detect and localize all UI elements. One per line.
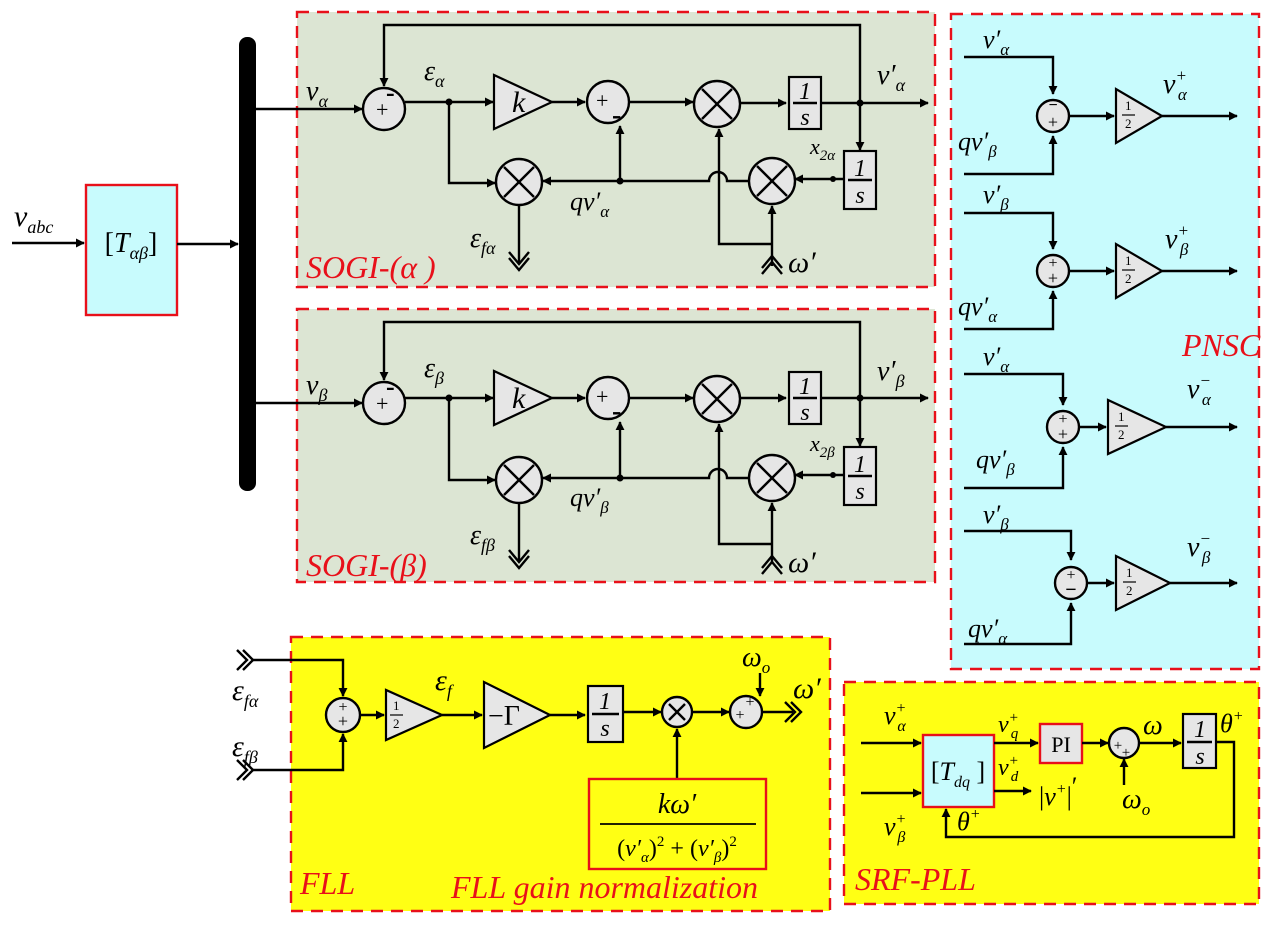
svg-text:v+β: v+β [884,811,906,846]
svg-text:+: + [338,699,347,716]
svg-text:s: s [800,105,809,131]
v-beta-pos-label: v+β [1165,221,1189,259]
pi-label: PI [1051,732,1071,757]
svg-text:+: + [1058,411,1067,428]
svg-text:-: - [386,78,395,107]
svg-text:+: + [1066,567,1075,584]
gain-k-beta [492,369,555,427]
svg-text:+: + [735,707,744,724]
svg-text:1: 1 [1125,98,1132,113]
pnsc-half-gain-4 [1114,554,1173,612]
svg-text:+: + [596,384,608,409]
sogi-beta-title: SOGI-(β) [306,547,427,583]
omega-p-label-b: ω′ [788,546,816,579]
svg-text:1: 1 [599,689,611,715]
svg-text:2: 2 [1126,583,1133,598]
svg-text:s: s [855,479,864,505]
omega-label: ω [1143,710,1163,741]
sogi-alpha-panel [295,10,937,289]
svg-text:-: - [612,396,621,427]
t-alpha-beta-block [84,183,179,317]
svg-text:k: k [512,382,526,415]
svg-text:+: + [338,711,348,731]
omega-p-fll-label: ω′ [793,672,821,705]
svg-text:2: 2 [1118,427,1125,442]
svg-text:2: 2 [1125,271,1132,286]
sogi-alpha-title: SOGI-(α ) [306,249,436,285]
fll-block: εfα εfβ + + 1 2 εf −Γ 1 s + + ωo ω′ [232,642,821,905]
pnsc-half-gain-1 [1114,87,1165,145]
pnsc-panel [949,12,1261,671]
svg-text:+: + [745,694,754,711]
svg-text:v+α: v+α [884,700,906,735]
pnsc-half-gain-2 [1114,242,1165,300]
t-alpha-beta-label: [Tαβ] [105,228,158,263]
svg-text:1: 1 [799,79,811,105]
fll-half-gain [384,688,445,742]
v-q-pos-label: v+q [998,710,1019,742]
svg-text:s: s [600,716,609,742]
gain-gamma [482,680,553,750]
svg-text:−Γ: −Γ [488,701,520,732]
svg-text:-: - [612,100,621,131]
svg-text:1: 1 [1118,409,1125,424]
srf-pll-block: v+α v+β [Tdq ] v+q v+d |v+|′ PI + + ωo ω… [855,700,1244,897]
fll-title: FLL [299,865,355,901]
qvp-alpha-label: qv′α [570,187,610,221]
svg-text:+: + [376,391,388,416]
srf-pll-title: SRF-PLL [855,861,976,897]
svg-text:+: + [1048,112,1058,132]
sum-junction-1a [361,86,407,132]
svg-text:1: 1 [1125,253,1132,268]
svg-text:+: + [376,97,388,122]
svg-text:−: − [1048,97,1057,114]
v-beta-neg-label: v−β [1187,529,1211,567]
svg-text:s: s [800,400,809,426]
v-abc-label: vabc [14,200,53,237]
svg-text:+: + [1122,745,1130,761]
gain-k-label: k [512,86,526,119]
svg-text:+: + [1048,255,1057,272]
pnsc-half-gain-3 [1106,398,1169,456]
t-dq-label: [Tdq ] [931,757,985,791]
pnsc-block: v′α − + qv′β 1 2 v+α v′β + + qv′α 1 2 v+… [958,25,1261,648]
t-dq-block [921,733,996,809]
svg-text:1: 1 [854,452,866,478]
svg-text:2: 2 [393,716,400,731]
svg-text:s: s [855,183,864,209]
omega-p-label-a: ω′ [788,246,816,279]
svg-text:1: 1 [1194,717,1206,743]
svg-text:+: + [1114,738,1122,754]
gain-k-alpha [492,73,555,131]
svg-text:−: − [1065,579,1076,601]
sogi-beta-block: vβ + - εβ k + - 1 s v′β 1 s x2β [306,320,929,583]
v-d-pos-label: v+d [998,753,1019,785]
signal-bus-bar [239,37,256,491]
sum-junction-1b [361,380,407,426]
sogi-beta-panel [295,307,937,584]
norm-numerator: kω′ [658,789,697,820]
pnsc-title: PNSC [1181,327,1261,363]
svg-text:-: - [386,372,395,401]
svg-text:1: 1 [854,156,866,182]
svg-text:s: s [1195,744,1204,770]
svg-text:1: 1 [393,698,400,713]
sogi-alpha-block: vα + - εα k + - 1 s v′α 1 s [306,23,929,285]
svg-text:1: 1 [799,374,811,400]
fll-norm-title: FLL gain normalization [450,869,758,905]
eps-f-alpha-in-label: εfα [232,674,259,711]
svg-text:+: + [1058,424,1068,444]
svg-text:1: 1 [1126,565,1133,580]
svg-text:+: + [1048,268,1058,288]
svg-text:2: 2 [1125,116,1132,131]
svg-text:+: + [596,88,608,113]
